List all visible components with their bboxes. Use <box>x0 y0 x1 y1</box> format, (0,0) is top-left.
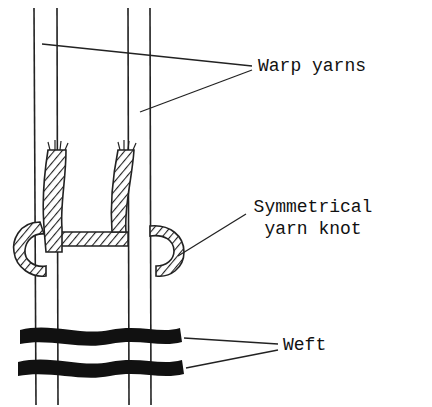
knot-loop <box>14 222 46 276</box>
yarn-tuft <box>43 150 66 252</box>
weft-yarn <box>18 359 184 377</box>
yarn-tuft <box>111 150 134 232</box>
part-label: Weft <box>283 334 403 356</box>
leader-line <box>42 44 278 368</box>
knot-bridge <box>58 232 128 246</box>
weft-yarn <box>20 327 182 345</box>
tuft-fibres <box>48 140 68 150</box>
part-label: Symmetrical yarn knot <box>238 196 388 240</box>
knot-loop <box>150 226 184 276</box>
part-label: Warp yarns <box>258 55 428 77</box>
tuft-fibres <box>118 140 136 150</box>
